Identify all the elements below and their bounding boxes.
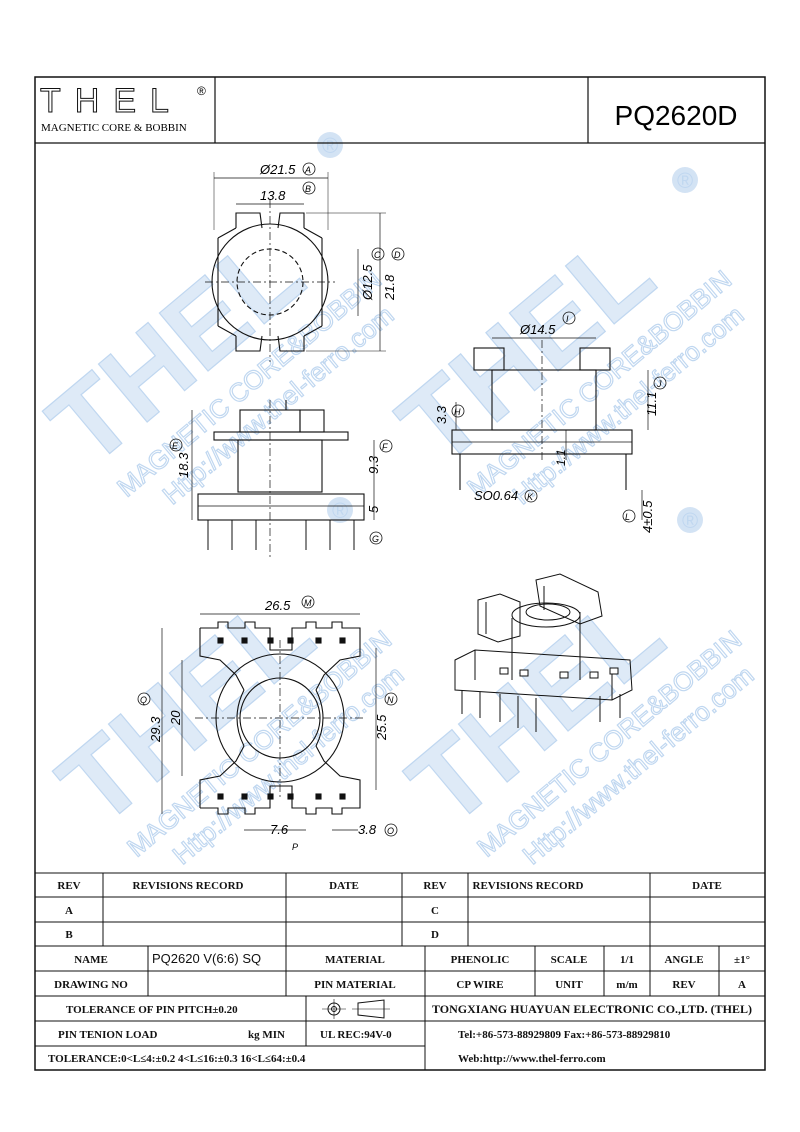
watermark-reg-3: ® bbox=[332, 498, 348, 523]
tb-kg-min: kg MIN bbox=[248, 1029, 285, 1041]
dim-L: 4±0.5 bbox=[640, 500, 655, 533]
tag-C: C bbox=[374, 250, 381, 260]
tag-J: J bbox=[656, 379, 662, 389]
tb-rev-a: A bbox=[65, 905, 73, 917]
tb-rev-header-2: REV bbox=[423, 880, 446, 892]
tb-rev-d: D bbox=[431, 929, 439, 941]
tag-N: N bbox=[387, 695, 394, 705]
tag-B: B bbox=[305, 184, 311, 194]
tag-A: A bbox=[304, 165, 311, 175]
tag-K: K bbox=[527, 492, 534, 502]
logo-subtitle: MAGNETIC CORE & BOBBIN bbox=[41, 122, 187, 134]
dim-B: 13.8 bbox=[260, 188, 286, 203]
watermark-reg-1: ® bbox=[322, 133, 338, 158]
tb-angle-value: ±1° bbox=[734, 954, 750, 966]
tb-date-1: DATE bbox=[329, 880, 359, 892]
dim-F: 9.3 bbox=[366, 455, 381, 474]
tb-name-label: NAME bbox=[74, 954, 108, 966]
tag-Q: Q bbox=[140, 695, 147, 705]
dim-J: 11.1 bbox=[644, 392, 659, 416]
dim-20: 20 bbox=[168, 710, 183, 726]
title-block bbox=[35, 872, 765, 1070]
projection-symbol-icon bbox=[322, 999, 390, 1019]
watermark-reg-2: ® bbox=[677, 168, 693, 193]
dim-K: SO0.64 bbox=[474, 488, 518, 503]
tag-G: G bbox=[372, 534, 379, 544]
tag-H: H bbox=[454, 407, 461, 417]
mark-P: P bbox=[292, 842, 298, 852]
dim-E: 18.3 bbox=[176, 452, 191, 478]
tag-E: E bbox=[172, 441, 179, 451]
dim-D: 21.8 bbox=[382, 274, 397, 301]
tb-material-value: PHENOLIC bbox=[451, 954, 510, 966]
dim-G: 5 bbox=[366, 505, 381, 513]
part-number: PQ2620D bbox=[615, 100, 738, 131]
tag-M: M bbox=[304, 598, 312, 608]
sheet-border bbox=[34, 76, 766, 1071]
tb-rev-header-1: REV bbox=[57, 880, 80, 892]
tb-rev-label: REV bbox=[672, 979, 695, 991]
dim-N: 25.5 bbox=[374, 714, 389, 741]
thel-logo: THEL ® MAGNETIC CORE & BOBBIN bbox=[40, 82, 207, 135]
tb-tolerance-pitch: TOLERANCE OF PIN PITCH±0.20 bbox=[66, 1004, 238, 1016]
tb-drawing-no-label: DRAWING NO bbox=[54, 979, 128, 991]
dim-P: 7.6 bbox=[270, 822, 289, 837]
tb-unit-value: m/m bbox=[616, 979, 637, 991]
bottom-view bbox=[161, 613, 377, 831]
tb-rev-c: C bbox=[431, 905, 439, 917]
logo-text: THEL bbox=[40, 82, 183, 120]
tb-material-label: MATERIAL bbox=[325, 954, 385, 966]
tb-revisions-record-1: REVISIONS RECORD bbox=[133, 880, 244, 892]
tb-tel-fax: Tel:+86-573-88929809 Fax:+86-573-8892981… bbox=[458, 1029, 671, 1041]
tb-pin-material-value: CP WIRE bbox=[456, 979, 503, 991]
side-view bbox=[451, 337, 649, 520]
tb-tolerance: TOLERANCE:0<L≤4:±0.2 4<L≤16:±0.3 16<L≤64… bbox=[48, 1053, 306, 1065]
dim-side-1-1: 1.1 bbox=[554, 449, 568, 466]
tag-I: I bbox=[566, 314, 569, 324]
tb-web: Web:http://www.thel-ferro.com bbox=[458, 1053, 606, 1065]
tb-date-2: DATE bbox=[692, 880, 722, 892]
front-view bbox=[191, 400, 375, 560]
tb-ul-rec: UL REC:94V-0 bbox=[320, 1029, 392, 1041]
tag-L: L bbox=[625, 512, 630, 522]
tb-company: TONGXIANG HUAYUAN ELECTRONIC CO.,LTD. (T… bbox=[432, 1002, 752, 1016]
top-view bbox=[205, 172, 386, 362]
dim-C: Ø12.5 bbox=[360, 264, 375, 301]
tb-revisions-record-2: REVISIONS RECORD bbox=[473, 880, 584, 892]
dim-A: Ø21.5 bbox=[259, 162, 296, 177]
dim-I: Ø14.5 bbox=[519, 322, 556, 337]
tb-angle-label: ANGLE bbox=[664, 954, 703, 966]
tb-name-value: PQ2620 V(6:6) SQ bbox=[152, 951, 261, 966]
tb-unit-label: UNIT bbox=[555, 979, 583, 991]
tb-rev-value: A bbox=[738, 979, 746, 991]
tag-O: O bbox=[387, 826, 394, 836]
tb-rev-b: B bbox=[65, 929, 73, 941]
watermark-reg-4: ® bbox=[682, 508, 698, 533]
tag-F: F bbox=[382, 442, 388, 452]
tb-scale-label: SCALE bbox=[551, 954, 588, 966]
logo-registered-icon: ® bbox=[197, 84, 206, 98]
dim-H: 3.3 bbox=[434, 405, 449, 424]
tag-D: D bbox=[394, 250, 401, 260]
dim-Q: 29.3 bbox=[148, 716, 163, 743]
tb-pin-material-label: PIN MATERIAL bbox=[314, 979, 395, 991]
dim-O: 3.8 bbox=[358, 822, 377, 837]
isometric-view bbox=[454, 573, 633, 732]
tb-pin-tension: PIN TENION LOAD bbox=[58, 1029, 157, 1041]
tb-scale-value: 1/1 bbox=[620, 954, 634, 966]
watermark: THEL MAGNETIC CORE&BOBBIN Http://www.the… bbox=[26, 132, 760, 871]
dim-M: 26.5 bbox=[264, 598, 291, 613]
